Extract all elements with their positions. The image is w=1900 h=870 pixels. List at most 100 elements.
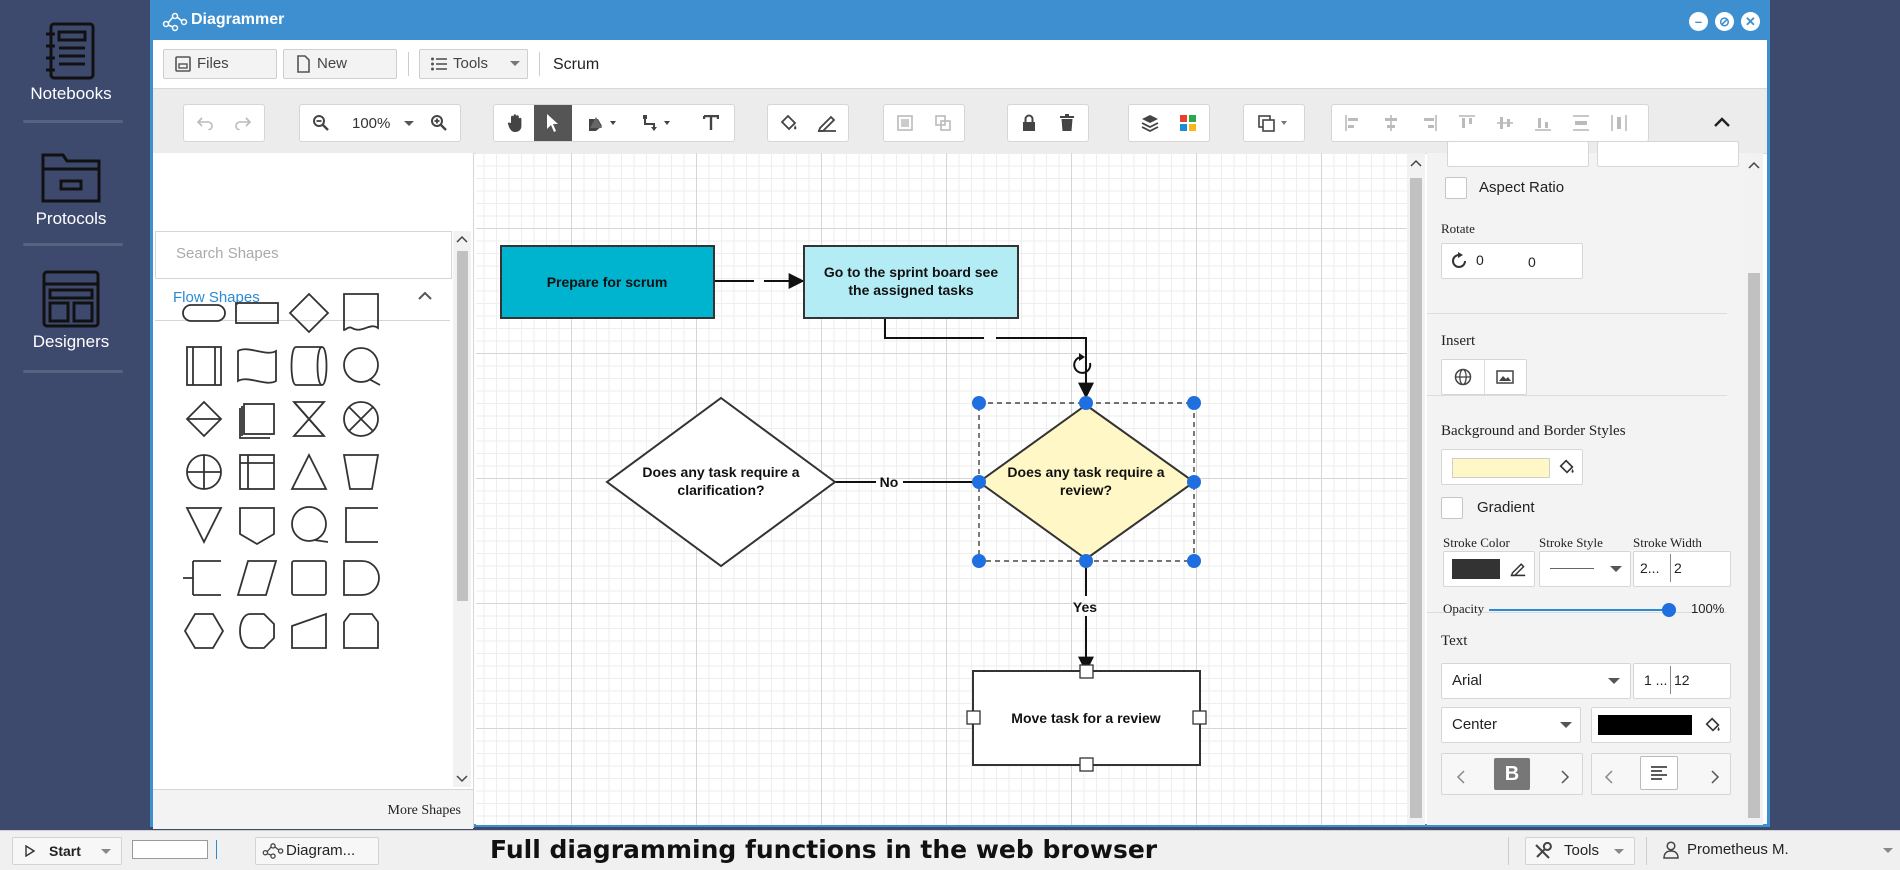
zoom-out-button[interactable]	[302, 105, 340, 141]
group-button[interactable]	[886, 105, 924, 141]
node-review-decision[interactable]: Does any task require a review?	[977, 403, 1196, 561]
text-color-picker[interactable]	[1591, 707, 1731, 743]
taskbar-app-diagrammer[interactable]: Diagram...	[255, 837, 379, 865]
stroke-color-picker[interactable]	[1443, 551, 1535, 587]
select-button[interactable]	[534, 105, 572, 141]
tools-menu-button[interactable]: Tools	[419, 49, 528, 79]
taskbar-search-field[interactable]	[132, 840, 208, 859]
shape-loop-limit[interactable]	[284, 500, 334, 550]
zoom-select[interactable]: 100%	[352, 115, 391, 132]
properties-scrollbar[interactable]	[1745, 153, 1763, 825]
rotate-field[interactable]: 0 0	[1441, 243, 1583, 279]
shape-sort[interactable]	[179, 394, 229, 444]
distribute-horizontal-button[interactable]	[1562, 105, 1600, 141]
node-sprint-board[interactable]: Go to the sprint board see the assigned …	[803, 245, 1019, 319]
undo-button[interactable]	[186, 105, 224, 141]
text-align-select[interactable]: Center	[1441, 707, 1581, 743]
shape-annotation[interactable]	[336, 500, 386, 550]
shape-stored-data[interactable]	[284, 341, 334, 391]
shape-document[interactable]	[336, 288, 386, 338]
node-move-task[interactable]: Move task for a review	[966, 664, 1207, 772]
shape-multi-document[interactable]	[232, 394, 282, 444]
resize-handle[interactable]	[1079, 396, 1093, 410]
bg-color-picker[interactable]	[1441, 449, 1583, 485]
ungroup-button[interactable]	[924, 105, 962, 141]
resize-handle[interactable]	[1187, 475, 1201, 489]
canvas-scroll-thumb[interactable]	[1410, 178, 1422, 818]
layers-button[interactable]	[1131, 105, 1169, 141]
delete-button[interactable]	[1048, 105, 1086, 141]
stroke-width-input[interactable]: 2	[1674, 560, 1682, 576]
bg-color-swatch[interactable]	[1452, 458, 1550, 478]
distribute-vertical-button[interactable]	[1600, 105, 1638, 141]
stroke-width-field[interactable]: 2... 2	[1633, 551, 1731, 587]
resize-handle[interactable]	[1187, 554, 1201, 568]
align-center-button[interactable]	[1372, 105, 1410, 141]
resize-handle[interactable]	[972, 396, 986, 410]
shape-preparation[interactable]	[179, 606, 229, 656]
redo-button[interactable]	[224, 105, 262, 141]
connection-point[interactable]	[1079, 757, 1094, 772]
connection-point[interactable]	[1079, 664, 1094, 679]
shape-tape[interactable]	[232, 341, 282, 391]
align-middle-button[interactable]	[1486, 105, 1524, 141]
insert-link-button[interactable]	[1442, 360, 1485, 394]
stroke-button[interactable]	[808, 105, 846, 141]
aspect-ratio-checkbox[interactable]	[1445, 177, 1467, 199]
align-right-button[interactable]	[1410, 105, 1448, 141]
connection-point[interactable]	[966, 710, 981, 725]
shape-internal-storage[interactable]	[232, 447, 282, 497]
zoom-in-button[interactable]	[420, 105, 458, 141]
shape-manual-input[interactable]	[284, 606, 334, 656]
opacity-slider[interactable]	[1489, 603, 1676, 617]
arrange-button[interactable]	[1246, 105, 1302, 141]
text-tool-button[interactable]	[692, 105, 730, 141]
shape-process[interactable]	[232, 288, 282, 338]
shape-decision[interactable]	[284, 288, 334, 338]
resize-handle[interactable]	[972, 554, 986, 568]
lock-button[interactable]	[1010, 105, 1048, 141]
bold-button[interactable]: B	[1494, 758, 1530, 790]
stroke-color-swatch[interactable]	[1452, 559, 1500, 579]
search-input[interactable]	[174, 244, 428, 263]
position-y-field[interactable]	[1597, 141, 1739, 167]
chevron-right-icon[interactable]	[1560, 770, 1570, 784]
align-bottom-button[interactable]	[1524, 105, 1562, 141]
start-button[interactable]: Start	[12, 837, 122, 865]
collapse-toolbar-button[interactable]	[1703, 104, 1741, 140]
shape-tool-button[interactable]	[578, 105, 628, 141]
sidebar-item-notebooks[interactable]: Notebooks	[11, 15, 131, 110]
shape-extract[interactable]	[284, 447, 334, 497]
sidebar-item-protocols[interactable]: Protocols	[11, 145, 131, 235]
canvas-scrollbar[interactable]	[1407, 153, 1425, 825]
shape-data[interactable]	[232, 553, 282, 603]
resize-handle[interactable]	[972, 475, 986, 489]
minimize-button[interactable]: –	[1689, 12, 1708, 31]
rotate-handle[interactable]	[1073, 353, 1092, 374]
opacity-slider-knob[interactable]	[1662, 603, 1676, 617]
pan-button[interactable]	[496, 105, 534, 141]
insert-image-button[interactable]	[1484, 360, 1526, 394]
shapes-scroll-thumb[interactable]	[457, 251, 468, 601]
user-menu-button[interactable]: Prometheus M.	[1657, 837, 1897, 863]
node-clarification-decision[interactable]: Does any task require a clarification?	[605, 396, 837, 568]
window-titlebar[interactable]: Diagrammer – ⊘ ✕	[153, 3, 1767, 40]
stroke-style-select[interactable]	[1539, 551, 1631, 587]
shape-terminator[interactable]	[179, 288, 229, 338]
shape-annotation-bracket[interactable]	[179, 553, 229, 603]
shape-summing-junction[interactable]	[336, 394, 386, 444]
node-prepare-for-scrum[interactable]: Prepare for scrum	[500, 245, 715, 319]
resize-handle[interactable]	[1187, 396, 1201, 410]
connector-tool-button[interactable]	[632, 105, 682, 141]
new-button[interactable]: New	[283, 49, 397, 79]
connection-point[interactable]	[1192, 710, 1207, 725]
gradient-checkbox[interactable]	[1441, 497, 1463, 519]
close-button[interactable]: ✕	[1741, 12, 1760, 31]
shapes-scrollbar[interactable]	[453, 231, 471, 787]
chevron-left-icon[interactable]	[1604, 770, 1614, 784]
more-shapes-button[interactable]: More Shapes	[153, 789, 473, 829]
shape-sequential-access[interactable]	[336, 341, 386, 391]
fill-button[interactable]	[770, 105, 808, 141]
align-left-text-button[interactable]	[1640, 756, 1678, 790]
shape-display[interactable]	[232, 606, 282, 656]
